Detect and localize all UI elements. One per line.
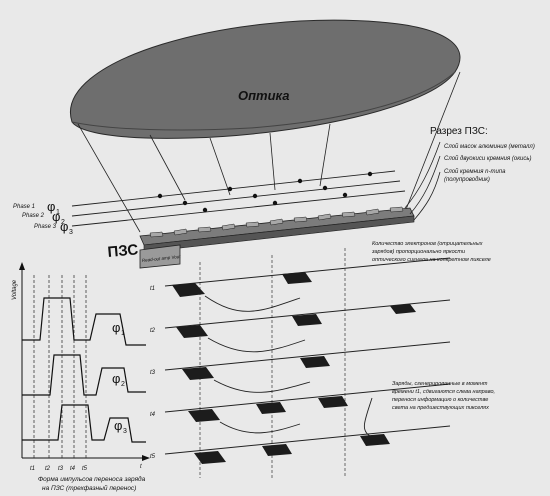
layer-oxide: Слой двуокиси кремния (окись) bbox=[444, 155, 532, 162]
waveform-phi2 bbox=[22, 354, 146, 396]
charges-note-3: перенося информацию о количестве bbox=[392, 397, 488, 403]
sequence-row-t5: t5 bbox=[150, 425, 451, 464]
svg-text:Phase 2: Phase 2 bbox=[22, 213, 45, 219]
projection-lines bbox=[77, 71, 461, 233]
phase-dots bbox=[157, 171, 373, 213]
svg-text:t4: t4 bbox=[150, 412, 156, 418]
waveform-t5: t5 bbox=[82, 466, 88, 472]
svg-text:t1: t1 bbox=[150, 286, 155, 292]
sequence-row-t1: t1 bbox=[150, 257, 451, 297]
svg-text:1: 1 bbox=[56, 209, 60, 216]
svg-text:t3: t3 bbox=[150, 370, 156, 376]
svg-text:3: 3 bbox=[69, 229, 73, 236]
charges-note-2: времени t1, сдвигаются слева направо, bbox=[392, 389, 495, 395]
optics-lens bbox=[69, 19, 461, 139]
charges-note-4: света на предшествующих пикселях bbox=[392, 405, 489, 411]
svg-text:t5: t5 bbox=[150, 454, 156, 460]
waveform-phi1-sym: φ bbox=[112, 320, 120, 335]
waveform-phi3-sym: φ bbox=[114, 418, 122, 433]
charges-note-1: Заряды, сгенерированные в момент bbox=[392, 381, 488, 387]
waveform-phi3 bbox=[22, 404, 146, 443]
waveform-phi3-sub: 3 bbox=[123, 428, 127, 435]
layer-metal: Слой масок алюминия (металл) bbox=[444, 143, 535, 150]
waveform-phi2-sub: 2 bbox=[121, 381, 125, 388]
waveform-phi1-sub: 1 bbox=[121, 330, 125, 337]
waveform-caption-1: Форма импульсов переноса заряда bbox=[38, 475, 146, 483]
waveform-t1: t1 bbox=[30, 466, 35, 472]
svg-text:φ: φ bbox=[60, 219, 68, 234]
phase-1-label: Phase 1 φ 1 bbox=[13, 199, 60, 216]
waveform-phi1 bbox=[22, 297, 146, 346]
waveform-time-axis: t bbox=[140, 464, 142, 470]
waveform-t2: t2 bbox=[45, 466, 51, 472]
waveform-t4: t4 bbox=[70, 466, 76, 472]
layer-silicon-note: (полупроводник) bbox=[444, 177, 490, 183]
layer-silicon: Слой кремния n-типа bbox=[444, 168, 506, 175]
electrons-note-1: Количество электронов (отрицательных bbox=[372, 241, 483, 247]
waveform-panel: Voltage t φ 1 φ 2 φ 3 t1 t2 t3 t4 t5 Фор… bbox=[12, 262, 150, 492]
ccd-strip-text: Read-out amp Vout bbox=[142, 254, 182, 263]
svg-text:t2: t2 bbox=[150, 328, 156, 334]
sequence-row-t2: t2 bbox=[150, 299, 451, 338]
ccd-strip bbox=[139, 207, 415, 269]
waveform-caption-2: на ПЗС (трехфазный перенос) bbox=[42, 484, 136, 492]
svg-text:φ: φ bbox=[47, 199, 55, 214]
phase-2-label: Phase 2 φ 2 bbox=[22, 209, 65, 226]
phase-lines bbox=[71, 170, 406, 227]
transfer-arrows bbox=[204, 295, 373, 437]
waveform-t3: t3 bbox=[58, 466, 64, 472]
sequence-row-t3: t3 bbox=[150, 341, 451, 380]
ccd-label: ПЗС bbox=[107, 241, 139, 261]
svg-text:Phase 1: Phase 1 bbox=[13, 204, 35, 210]
lens-label: Оптика bbox=[238, 88, 290, 103]
sequence-row-t4: t4 bbox=[150, 383, 451, 422]
section-title: Разрез ПЗС: bbox=[430, 126, 488, 137]
waveform-phi2-sym: φ bbox=[112, 371, 120, 386]
svg-text:Phase 3: Phase 3 bbox=[34, 224, 57, 230]
section-callout-lines bbox=[404, 141, 441, 221]
electrons-note-2: зарядов) пропорционально яркости bbox=[371, 249, 465, 255]
waveform-ylabel: Voltage bbox=[12, 279, 18, 300]
phase-3-label: Phase 3 φ 3 bbox=[34, 219, 73, 236]
ccd-electrodes bbox=[149, 206, 404, 238]
svg-text:φ: φ bbox=[52, 209, 60, 224]
svg-text:2: 2 bbox=[61, 219, 65, 226]
